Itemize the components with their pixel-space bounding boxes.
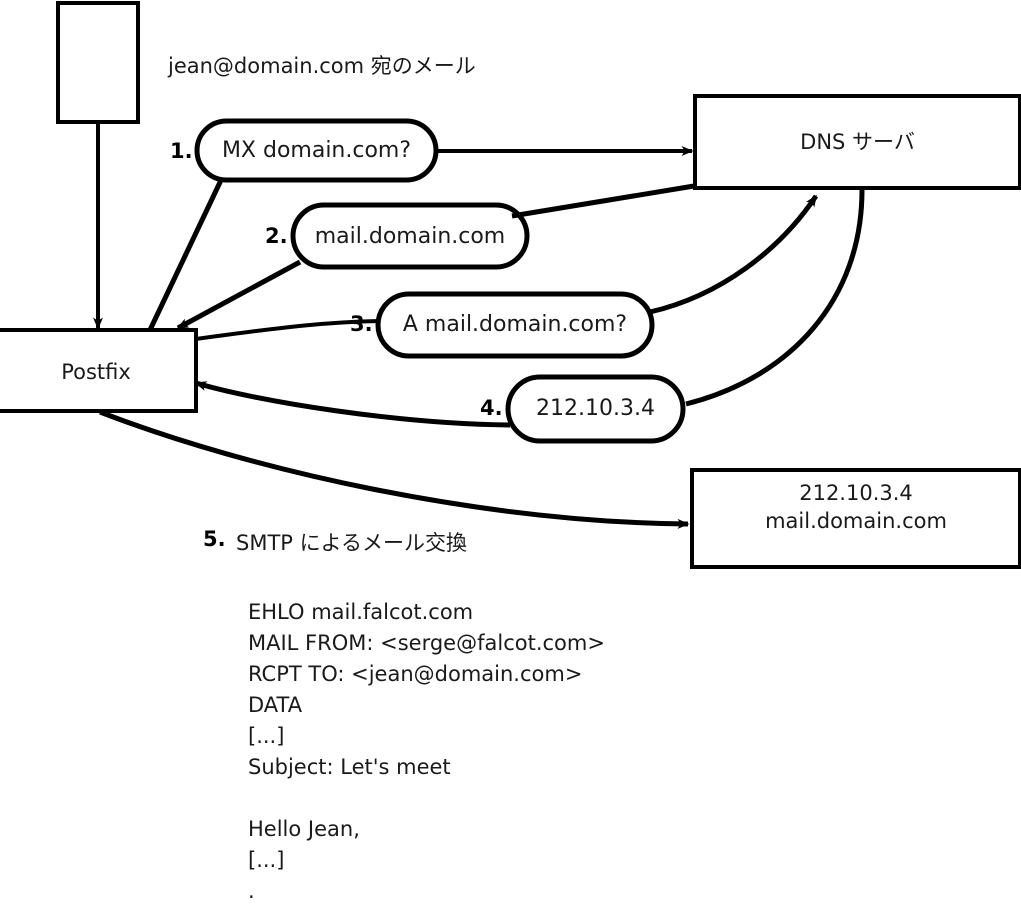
connector-postfix-to-step1 — [147, 176, 225, 332]
step-2-bubble-shape — [290, 202, 530, 270]
connector-dns-to-step2 — [511, 183, 695, 219]
dns-server-box-label: DNS サーバ — [800, 130, 915, 154]
step-1-number: 1. — [170, 139, 193, 163]
step-4-bubble-label: 212.10.3.4 — [536, 396, 655, 421]
step-3-bubble-shape — [375, 291, 655, 359]
step-2-bubble-label: mail.domain.com — [314, 224, 506, 249]
step-2-number: 2. — [265, 224, 288, 248]
postfix-box-label: Postfix — [61, 360, 131, 384]
connector-dns-to-step4 — [685, 189, 865, 407]
step-5-number: 5. — [203, 527, 226, 551]
connector-step3-to-dns — [649, 194, 819, 315]
step-3-number: 3. — [350, 312, 373, 336]
postfix-box-shape — [0, 328, 198, 413]
page-caption: jean@domain.com 宛のメール — [168, 54, 476, 78]
step-4-number: 4. — [480, 396, 503, 420]
connector-step4-to-postfix — [194, 380, 511, 428]
connector-postfix-to-step3 — [195, 319, 381, 341]
step-3-bubble-label: A mail.domain.com? — [402, 312, 628, 337]
smtp-transcript: EHLO mail.falcot.com MAIL FROM: <serge@f… — [248, 600, 605, 903]
sender-client-box-shape — [56, 1, 140, 124]
dns-server-box-shape — [693, 94, 1021, 190]
step-4-bubble-shape — [505, 374, 686, 444]
mail-server-box-shape — [690, 468, 1021, 569]
step-5-label: SMTP によるメール交換 — [236, 531, 467, 555]
connector-postfix-to-mailserver — [99, 409, 690, 529]
connector-step2-to-postfix — [176, 259, 302, 331]
mail-server-box-label: 212.10.3.4 mail.domain.com — [765, 481, 947, 533]
step-1-bubble-label: MX domain.com? — [221, 138, 412, 163]
